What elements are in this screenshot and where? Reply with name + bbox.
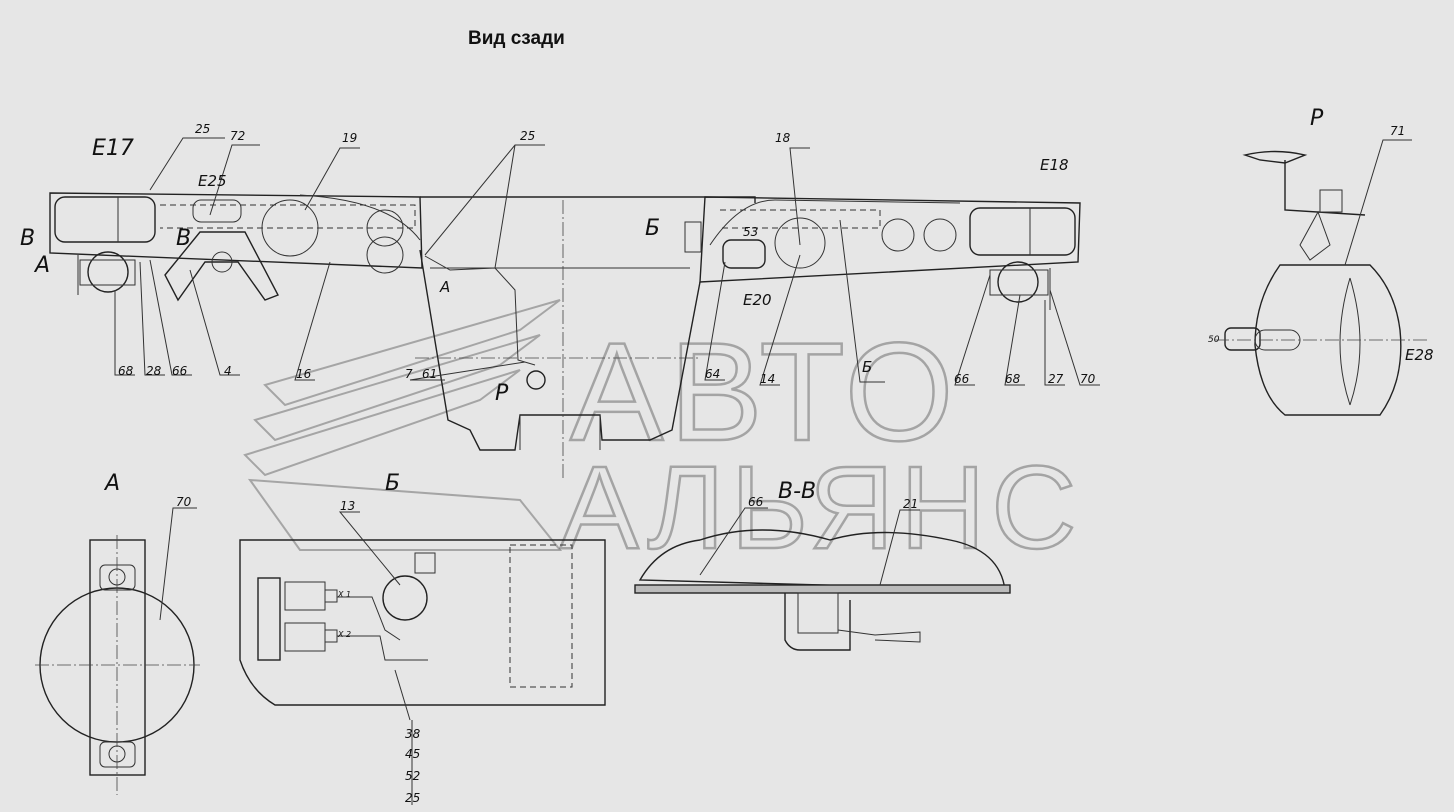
view-mark-b: Б [645, 216, 660, 241]
callout-64: 64 [705, 367, 720, 381]
callout-25-top: 25 [195, 122, 210, 136]
view-mark-a: А [33, 253, 50, 278]
callout-13: 13 [340, 499, 355, 513]
labels: E17 E18 E25 E20 E28 В В А А Б Б Р Р А Б … [20, 106, 1434, 805]
callout-70-view-a: 70 [176, 495, 192, 509]
connector-x2: Х 2 [337, 630, 351, 639]
callout-16: 16 [296, 367, 312, 381]
callout-18: 18 [775, 131, 791, 145]
view-p-lamp [1215, 150, 1430, 416]
label-e20: E20 [743, 291, 772, 309]
watermark-line2: АЛЬЯНС [560, 442, 1083, 574]
watermark-logo: АВТО АЛЬЯНС [243, 299, 1083, 575]
callout-72: 72 [230, 129, 245, 143]
connector-x1: Х 1 [337, 590, 351, 599]
callout-70-right: 70 [1080, 372, 1096, 386]
rear-frame [49, 192, 1081, 480]
section-mark-v-right: В [176, 226, 191, 251]
callout-61: 61 [422, 367, 437, 381]
callout-68-left: 68 [118, 364, 134, 378]
label-e17: E17 [92, 136, 134, 161]
callout-66-view-vv: 66 [748, 495, 764, 509]
label-e18: E18 [1040, 156, 1069, 174]
callout-14: 14 [760, 372, 775, 386]
drawing-title: Вид сзади [468, 28, 565, 49]
callout-25-bottom: 25 [405, 791, 420, 805]
view-b [239, 539, 606, 721]
view-title-a: А [103, 471, 120, 496]
callout-25-center: 25 [520, 129, 535, 143]
watermark-line1: АВТО [570, 313, 960, 470]
callout-19: 19 [342, 131, 357, 145]
section-mark-v-left: В [20, 226, 35, 251]
label-e25: E25 [198, 172, 227, 190]
lamp-e18 [684, 207, 1076, 269]
callout-52: 52 [405, 769, 420, 783]
view-mark-a-small: А [439, 278, 450, 296]
callout-4: 4 [224, 364, 232, 378]
callout-66-right: 66 [954, 372, 970, 386]
side-light-left [77, 251, 136, 295]
view-title-v-v: В-В [778, 479, 816, 504]
view-mark-r-small: Р [495, 381, 509, 406]
callout-28: 28 [146, 364, 162, 378]
callout-21: 21 [903, 497, 918, 511]
section-v-v [634, 529, 1011, 651]
callout-27: 27 [1048, 372, 1064, 386]
view-mark-b-small: Б [862, 358, 872, 376]
label-e28: E28 [1405, 346, 1434, 364]
callout-71: 71 [1390, 124, 1405, 138]
view-title-b: Б [385, 471, 400, 496]
callout-38: 38 [405, 727, 421, 741]
hitch-socket [526, 370, 546, 390]
leader-lines [114, 137, 1412, 805]
callout-45: 45 [405, 747, 420, 761]
view-a [35, 535, 200, 795]
callout-7: 7 [405, 367, 413, 381]
callout-66-left: 66 [172, 364, 188, 378]
lamp-e17 [54, 196, 404, 274]
side-light-right [989, 261, 1051, 310]
callout-68-right: 68 [1005, 372, 1021, 386]
callout-50: 50 [1208, 335, 1220, 345]
callout-53: 53 [743, 225, 758, 239]
view-mark-r: Р [1310, 106, 1324, 131]
